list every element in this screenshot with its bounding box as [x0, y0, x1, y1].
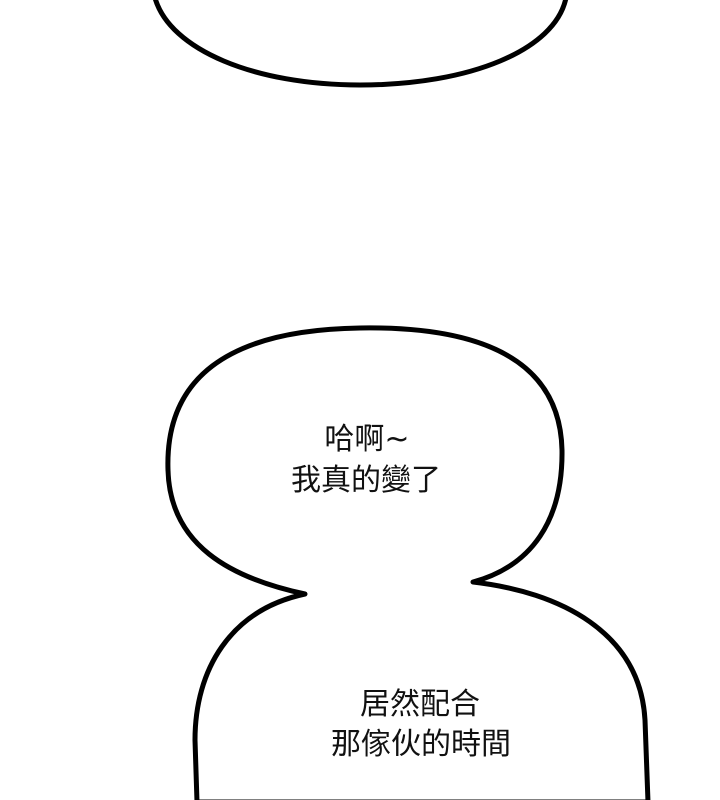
dialogue-line: 我真的變了 — [291, 463, 441, 498]
speech-bubble-upper-lobe — [165, 325, 651, 800]
dialogue-line: 那傢伙的時間 — [331, 727, 511, 762]
speech-bubble-top — [153, 0, 569, 88]
dialogue-line: 哈啊~ — [324, 422, 410, 457]
dialogue-line: 居然配合 — [360, 687, 480, 722]
